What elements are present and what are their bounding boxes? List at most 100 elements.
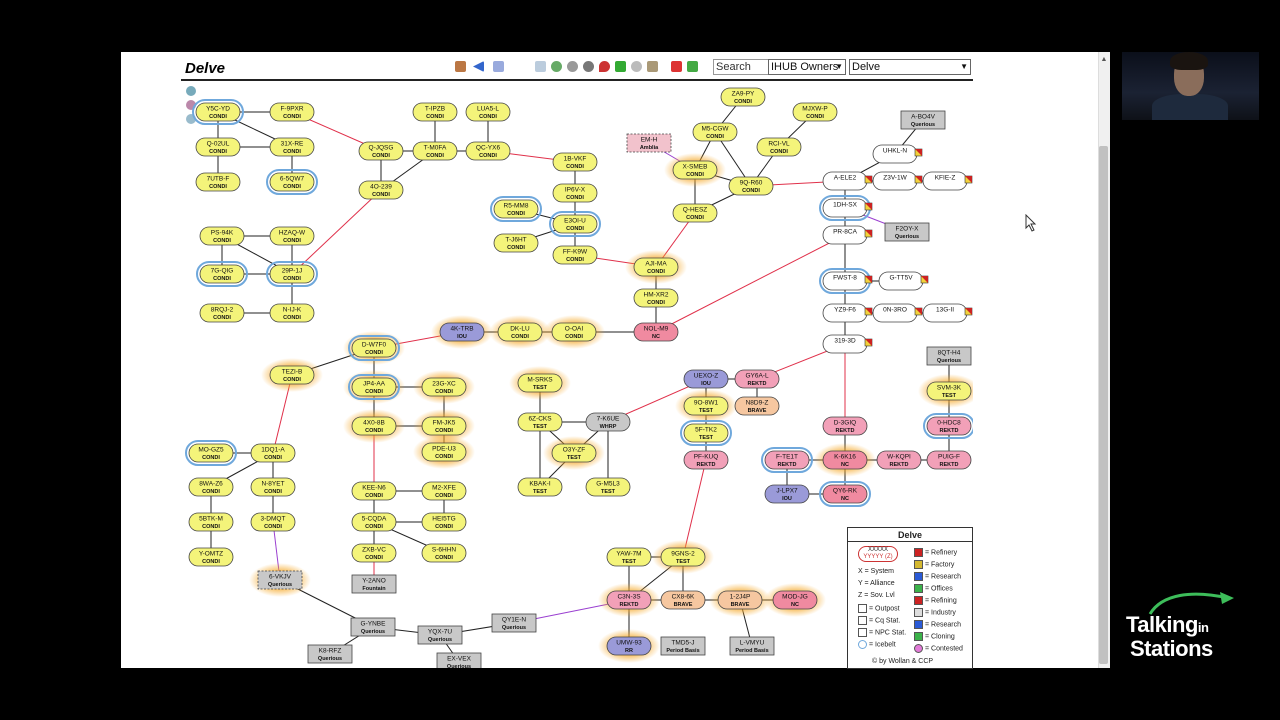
system-Z3V-1W[interactable]: Z3V-1W [872, 171, 923, 191]
system-G-TT5V[interactable]: G-TT5V [878, 271, 929, 291]
scrollbar-thumb[interactable] [1099, 146, 1108, 664]
route-icon[interactable] [615, 61, 626, 72]
globe-icon[interactable] [551, 61, 562, 72]
system-FWST-8[interactable]: FWST-8 [819, 268, 873, 294]
region-select[interactable]: Delve▼ [849, 59, 971, 75]
pdf-icon[interactable] [671, 61, 682, 72]
sphere-icon[interactable] [567, 61, 578, 72]
moon-icon[interactable] [583, 61, 594, 72]
map-view-icon[interactable] [535, 61, 546, 72]
system-PR-8CA[interactable]: PR-8CA [822, 225, 873, 245]
truck-icon[interactable] [647, 61, 658, 72]
zoom-in-icon[interactable] [186, 86, 196, 96]
stargate-icon[interactable] [631, 61, 642, 72]
system-YZ9-F6[interactable]: YZ9-F6 [822, 303, 873, 323]
image-icon[interactable] [687, 61, 698, 72]
zoom-out-icon[interactable] [186, 100, 196, 110]
pin-icon[interactable] [599, 61, 610, 72]
search-input[interactable]: Search [713, 59, 769, 75]
system-319-3D[interactable]: 319-3D [822, 334, 873, 354]
system-UHKL-N[interactable]: UHKL-N [872, 144, 923, 164]
system-A-ELE2[interactable]: A-ELE2 [822, 171, 873, 191]
owner-select[interactable]: IHUB Owners▼ [768, 59, 846, 75]
system-1DH-SX[interactable]: 1DH-SX [819, 195, 873, 221]
scroll-up-arrow-icon[interactable]: ▲ [1100, 56, 1108, 63]
reset-view-icon[interactable] [186, 114, 196, 124]
